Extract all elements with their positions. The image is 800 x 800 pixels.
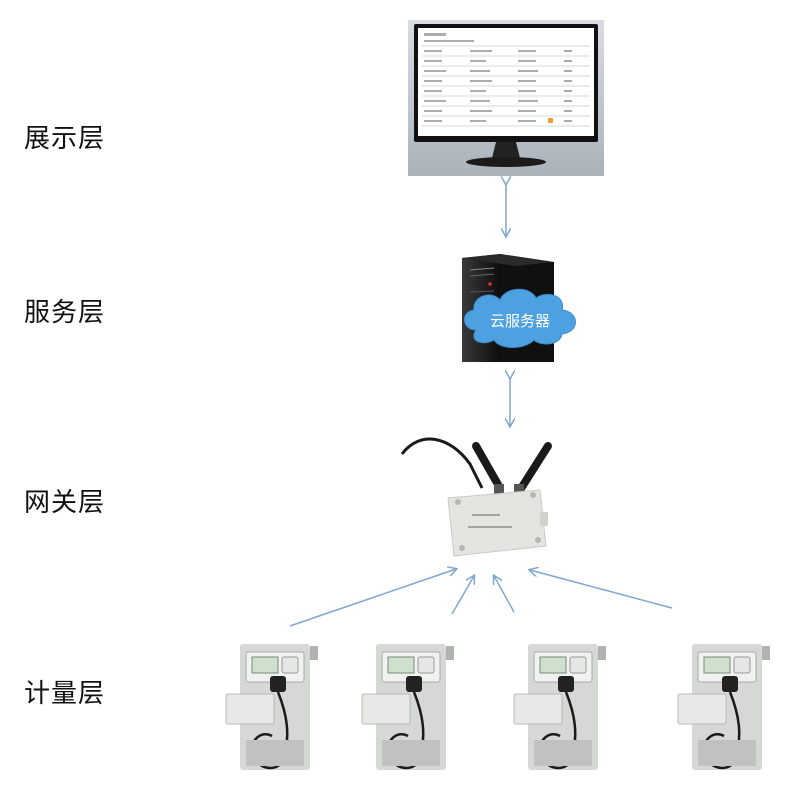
- electric-meter-icon-2: [362, 644, 454, 770]
- cloud-icon: 云服务器: [464, 289, 575, 347]
- electric-meter-icon: [226, 644, 318, 770]
- cloud-label: 云服务器: [490, 312, 550, 330]
- electric-meter-icon-3: [514, 644, 606, 770]
- monitor-icon: [408, 20, 604, 176]
- gateway-icon: [402, 439, 548, 556]
- arrows-meters-gateway: [290, 569, 672, 626]
- electric-meter-icon-4: [678, 644, 770, 770]
